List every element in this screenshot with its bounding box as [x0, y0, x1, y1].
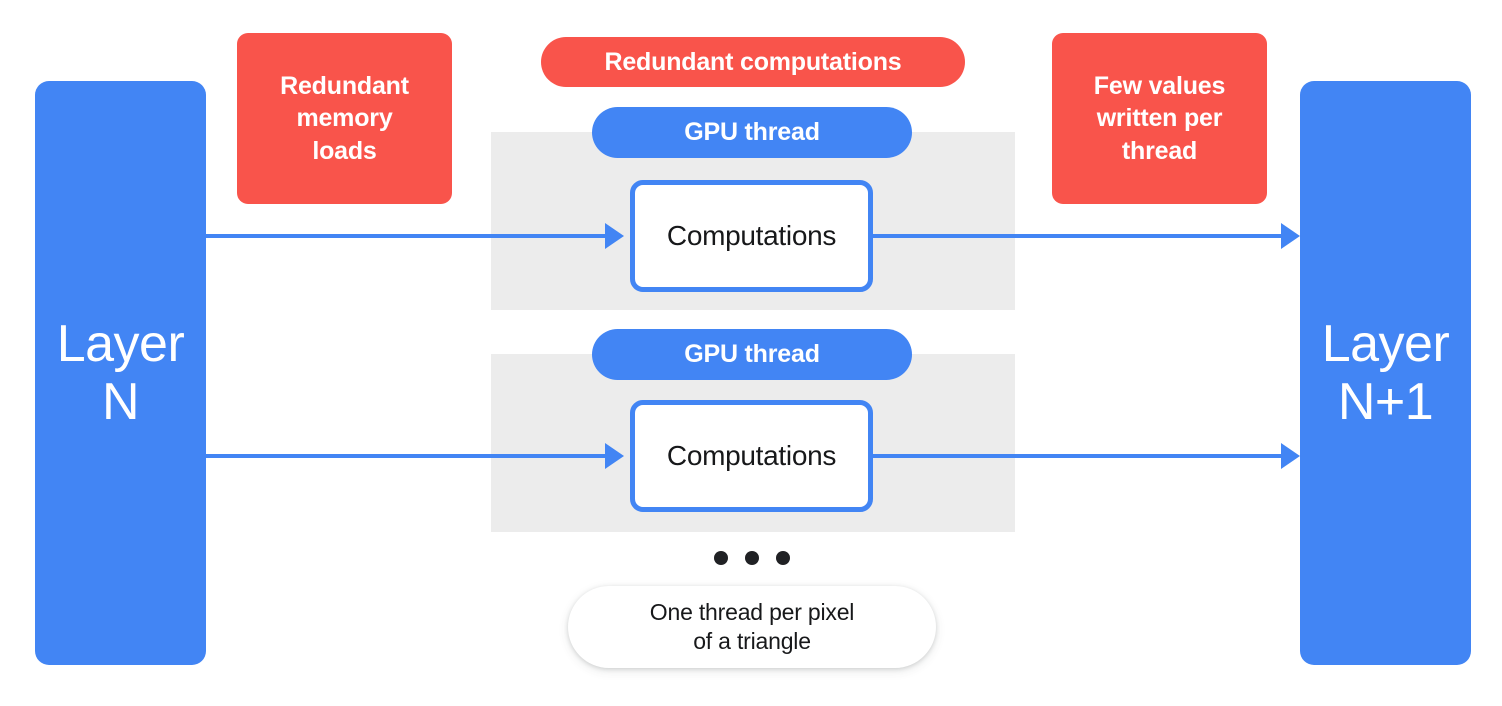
arrow-in-head-2	[605, 443, 624, 469]
computations-label-2: Computations	[666, 440, 837, 471]
arrow-in-line-2	[206, 454, 606, 458]
arrow-out-head-1	[1281, 223, 1300, 249]
callout-few-values-written: Few values written per thread	[1052, 33, 1267, 204]
footnote-pill: One thread per pixel of a triangle	[568, 586, 936, 668]
computations-box-1: Computations	[630, 180, 873, 292]
gpu-thread-pill-1: GPU thread	[592, 107, 912, 158]
gpu-thread-label-2: GPU thread	[684, 340, 820, 368]
ellipsis-dot-1	[714, 551, 728, 565]
callout-redundant-memory-loads: Redundant memory loads	[237, 33, 452, 204]
computations-label-1: Computations	[666, 220, 837, 251]
computations-box-2: Computations	[630, 400, 873, 512]
footnote-label: One thread per pixel of a triangle	[649, 598, 855, 654]
ellipsis-dot-3	[776, 551, 790, 565]
callout-redundant-computations-label: Redundant computations	[604, 47, 902, 76]
layer-n-plus-1-label: Layer N+1	[1321, 314, 1450, 431]
layer-n-label: Layer N	[56, 314, 185, 431]
arrow-out-line-1	[873, 234, 1282, 238]
gpu-thread-label-1: GPU thread	[684, 118, 820, 146]
arrow-in-line-1	[206, 234, 606, 238]
layer-n-block: Layer N	[35, 81, 206, 665]
ellipsis-dots	[714, 551, 790, 565]
ellipsis-dot-2	[745, 551, 759, 565]
arrow-out-line-2	[873, 454, 1282, 458]
layer-n-plus-1-block: Layer N+1	[1300, 81, 1471, 665]
callout-memory-loads-label: Redundant memory loads	[280, 71, 409, 165]
callout-values-written-label: Few values written per thread	[1093, 71, 1226, 165]
gpu-thread-pill-2: GPU thread	[592, 329, 912, 380]
callout-redundant-computations: Redundant computations	[541, 37, 965, 87]
arrow-in-head-1	[605, 223, 624, 249]
arrow-out-head-2	[1281, 443, 1300, 469]
